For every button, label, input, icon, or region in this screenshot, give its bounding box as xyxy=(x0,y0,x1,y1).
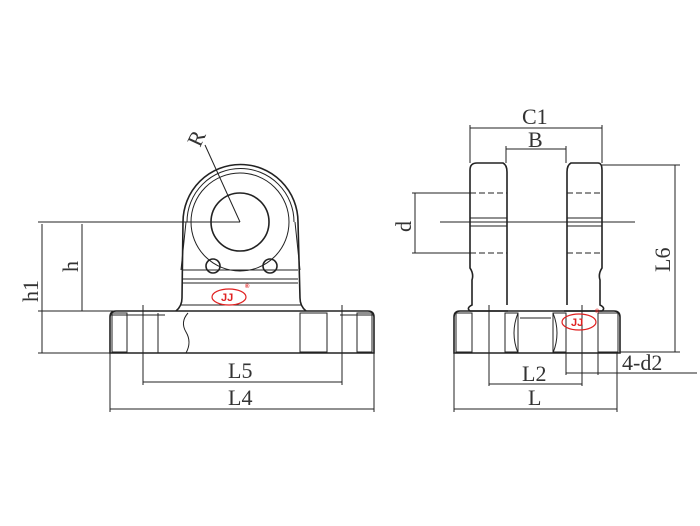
svg-text:®: ® xyxy=(245,283,250,290)
svg-text:JJ: JJ xyxy=(571,317,583,329)
label-L2: L2 xyxy=(522,361,546,386)
brand-logo: JJ ® xyxy=(561,308,600,331)
pin-circle xyxy=(205,258,221,274)
hatch-right-inner xyxy=(299,312,328,353)
svg-text:JJ: JJ xyxy=(221,292,233,304)
label-L: L xyxy=(528,385,541,410)
label-B: B xyxy=(528,127,543,152)
clevis-ear-left xyxy=(467,162,508,312)
label-h: h xyxy=(58,261,83,272)
label-R: R xyxy=(182,126,211,150)
label-d: d xyxy=(391,221,416,232)
side-view: C1 B d L6 4-d2 L2 L JJ ® xyxy=(391,104,697,412)
hatch-right xyxy=(356,312,373,353)
label-h1: h1 xyxy=(18,280,43,302)
label-L6: L6 xyxy=(650,248,675,272)
label-L4: L4 xyxy=(228,385,252,410)
pin-circle xyxy=(262,258,278,274)
clevis-ear-right xyxy=(564,162,605,312)
label-4-d2: 4-d2 xyxy=(622,350,662,375)
front-view: R h1 h L5 L4 JJ ® xyxy=(18,126,375,412)
brand-logo: JJ ® xyxy=(211,283,250,306)
label-C1: C1 xyxy=(522,104,548,129)
base-plate xyxy=(453,310,621,354)
svg-text:®: ® xyxy=(595,308,600,315)
upright-body xyxy=(175,163,307,312)
hatch-left xyxy=(111,312,128,353)
base-plate xyxy=(109,310,375,354)
label-L5: L5 xyxy=(228,358,252,383)
